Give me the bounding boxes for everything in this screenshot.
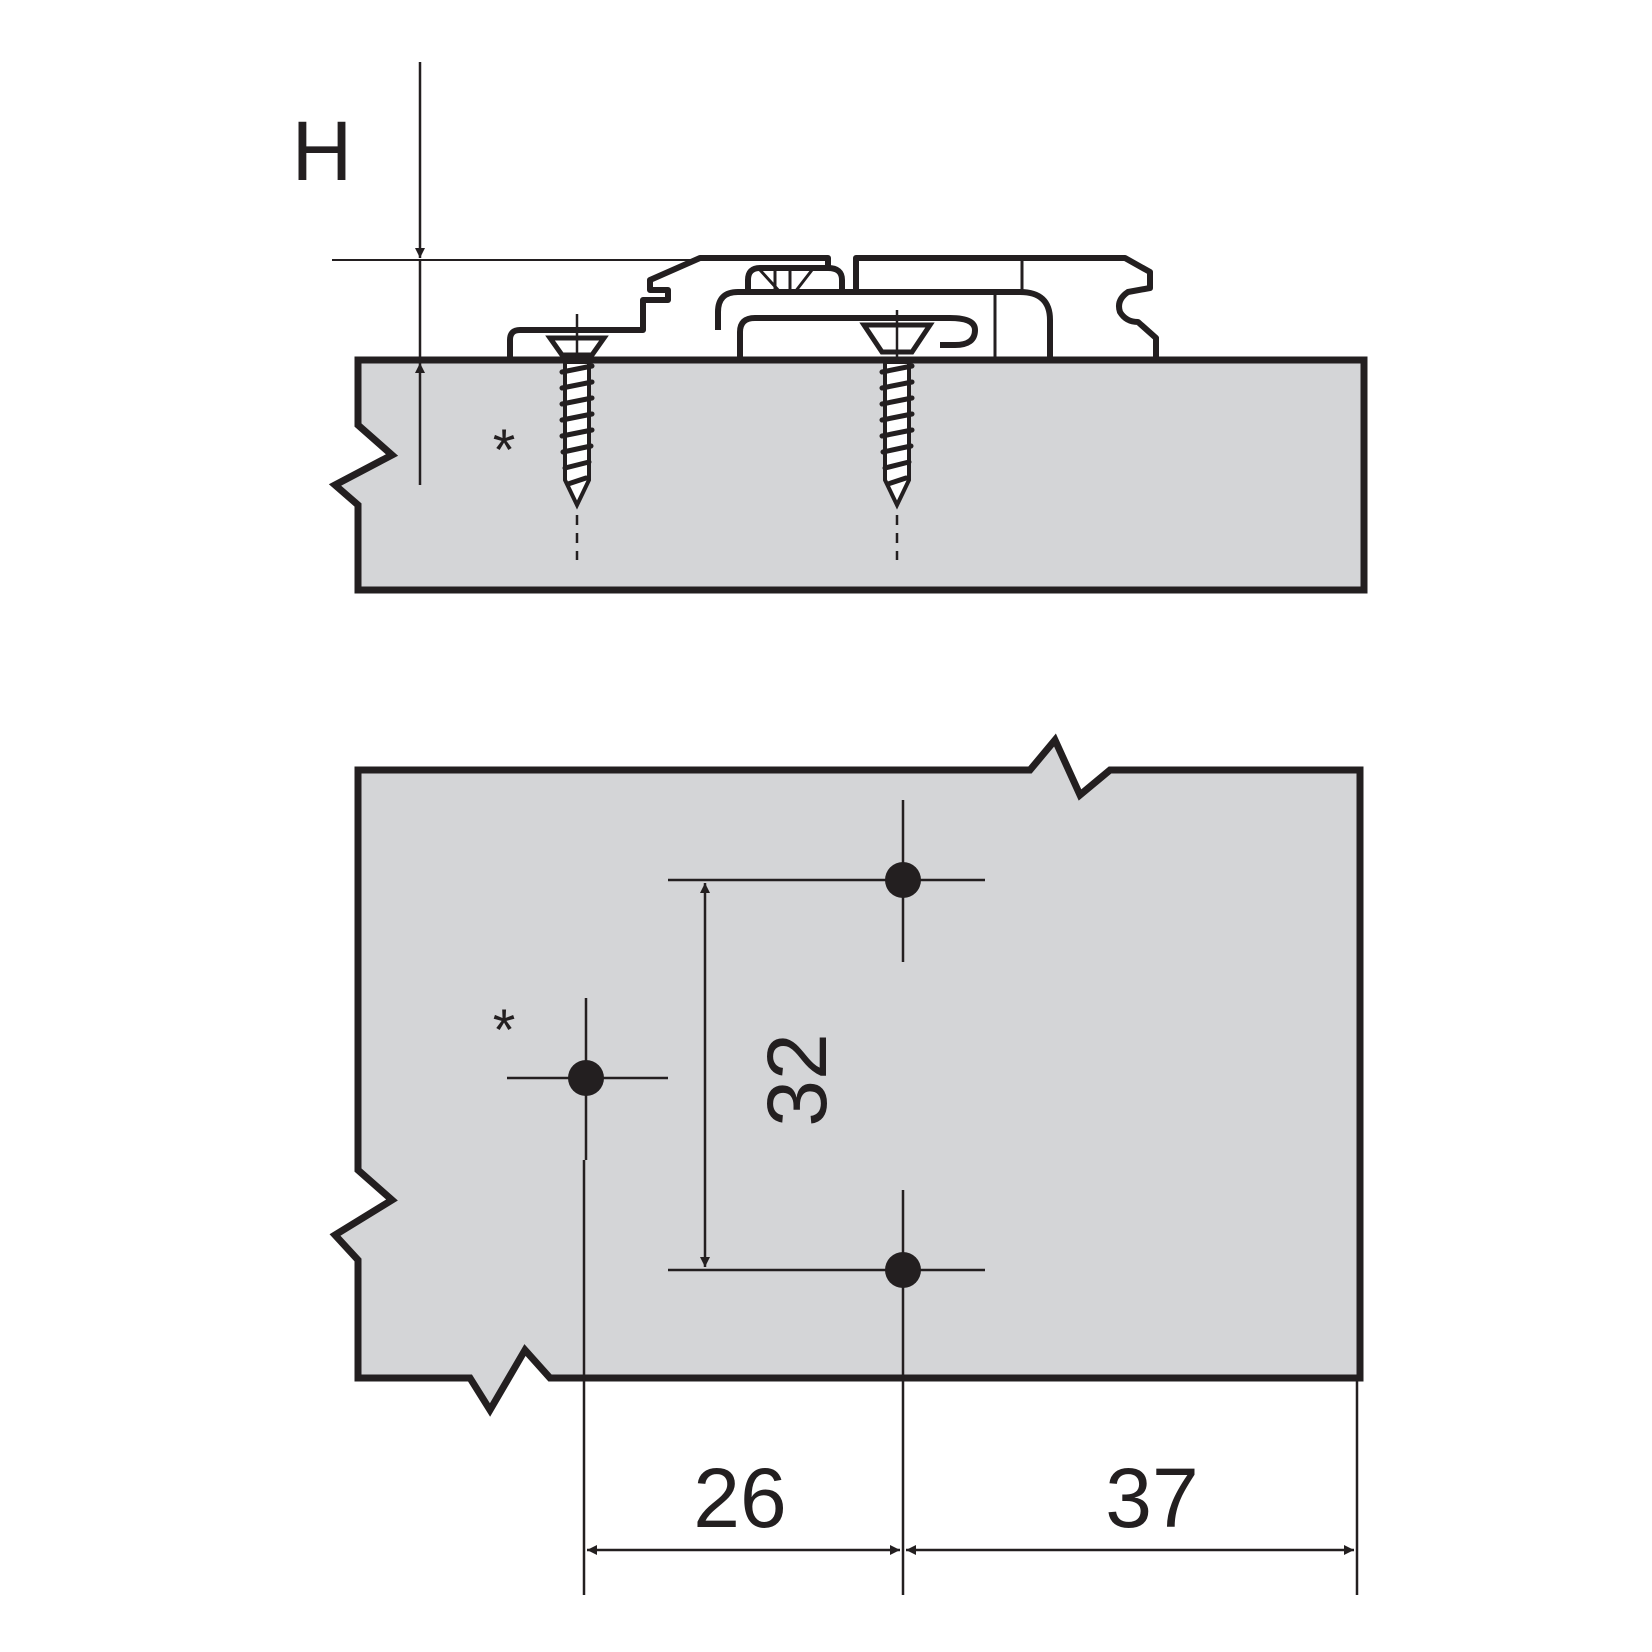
side-panel (328, 356, 1368, 594)
top-footnote-marker: * (493, 998, 516, 1063)
hole-bottom-right (668, 1190, 985, 1378)
dimension-horizontal: 26 37 (582, 1160, 1359, 1595)
height-label: H (292, 104, 353, 198)
mounting-plate (507, 255, 1159, 360)
dimension-label-26: 26 (693, 1451, 786, 1545)
dimension-vertical-spacing: 32 (700, 883, 844, 1267)
screw-left (545, 314, 609, 560)
dimension-label-37: 37 (1105, 1451, 1198, 1545)
side-view: H * (292, 62, 1368, 594)
top-view: * 32 26 37 (329, 733, 1364, 1595)
dimension-label-32: 32 (750, 1033, 844, 1126)
height-dimension: H (292, 62, 828, 485)
side-footnote-marker: * (493, 418, 516, 483)
screw-right (859, 310, 935, 560)
hole-top-right (668, 800, 985, 962)
hole-left (507, 998, 668, 1160)
top-panel (329, 733, 1364, 1417)
